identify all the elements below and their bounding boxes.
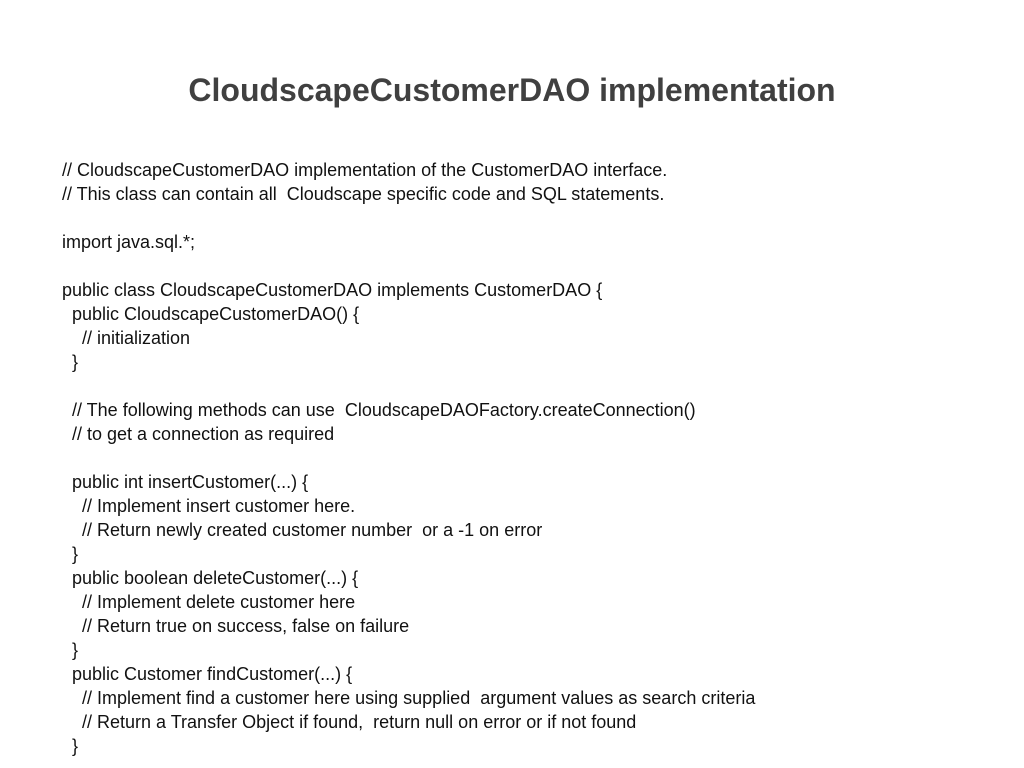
code-line: } xyxy=(62,352,79,372)
code-line: } xyxy=(62,544,79,564)
code-line: // Return a Transfer Object if found, re… xyxy=(62,712,637,732)
code-line: } xyxy=(62,736,79,756)
code-line xyxy=(62,206,1002,230)
slide-title: CloudscapeCustomerDAO implementation xyxy=(188,72,836,108)
code-block: // CloudscapeCustomerDAO implementation … xyxy=(62,158,1002,758)
code-line: public class CloudscapeCustomerDAO imple… xyxy=(62,280,603,300)
code-line: public CloudscapeCustomerDAO() { xyxy=(62,304,360,324)
code-line: import java.sql.*; xyxy=(62,232,196,252)
code-line: // Return true on success, false on fail… xyxy=(62,616,410,636)
code-line: // Implement delete customer here xyxy=(62,592,356,612)
code-line: // Implement insert customer here. xyxy=(62,496,356,516)
code-line: // CloudscapeCustomerDAO implementation … xyxy=(62,160,668,180)
code-line xyxy=(62,254,1002,278)
code-line: // initialization xyxy=(62,328,191,348)
code-line: // Return newly created customer number … xyxy=(62,520,543,540)
code-line: public boolean deleteCustomer(...) { xyxy=(62,568,359,588)
code-line: public int insertCustomer(...) { xyxy=(62,472,309,492)
code-line xyxy=(62,374,1002,398)
code-line: public Customer findCustomer(...) { xyxy=(62,664,353,684)
code-line: // The following methods can use Cloudsc… xyxy=(62,400,696,420)
code-line: } xyxy=(62,640,79,660)
code-line xyxy=(62,446,1002,470)
code-line: // to get a connection as required xyxy=(62,424,335,444)
code-line: // This class can contain all Cloudscape… xyxy=(62,184,665,204)
code-line: // Implement find a customer here using … xyxy=(62,688,756,708)
